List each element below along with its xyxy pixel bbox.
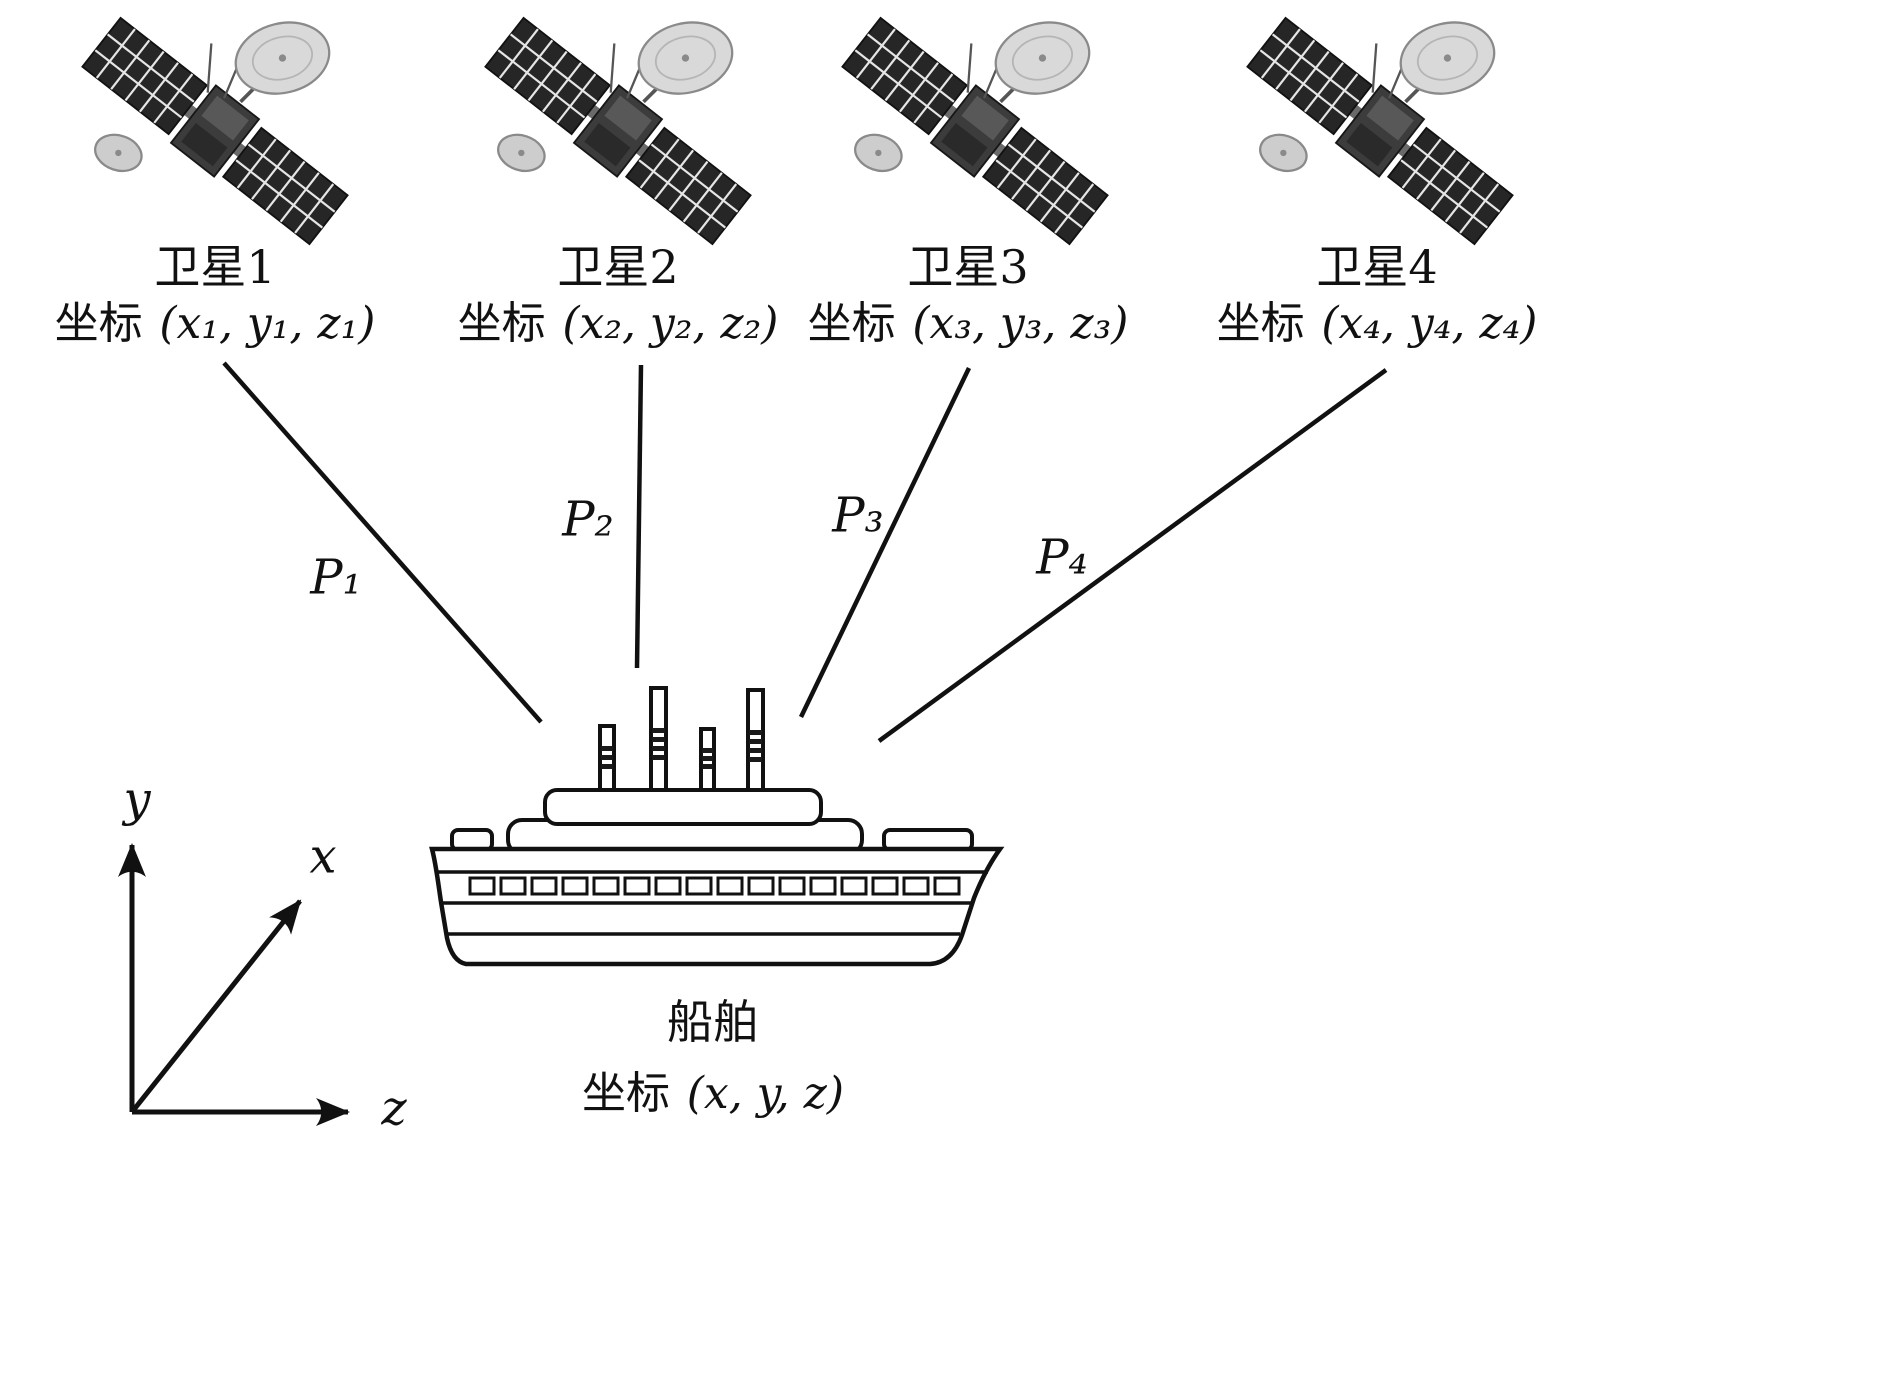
range-line-1 <box>222 361 543 724</box>
x-axis-label: x <box>309 828 337 885</box>
x-axis-arrow <box>130 899 302 1114</box>
range-line-3 <box>798 367 972 718</box>
satellite-1-coord: 坐标(x₁, y₁, z₁) <box>54 298 376 350</box>
ship-drawing <box>429 686 1005 967</box>
range-label-p2: P₂ <box>562 491 614 548</box>
y-axis-label: y <box>123 771 151 828</box>
satellite-2-coord: 坐标(x₂, y₂, z₂) <box>457 298 779 350</box>
satellite-4-label: 卫星4 坐标(x₄, y₄, z₄) <box>1217 240 1538 350</box>
satellite-icon <box>837 11 1113 251</box>
satellite-2-label: 卫星2 坐标(x₂, y₂, z₂) <box>458 240 779 350</box>
satellite-icon <box>1242 11 1518 251</box>
range-label-p4: P₄ <box>1036 529 1088 586</box>
satellite-4-name: 卫星4 <box>1316 240 1438 294</box>
satellite-3-label: 卫星3 坐标(x₃, y₃, z₃) <box>808 240 1129 350</box>
satellite-icon <box>480 11 756 251</box>
satellite-3-name: 卫星3 <box>907 240 1029 294</box>
satellite-4-coord: 坐标(x₄, y₄, z₄) <box>1216 298 1538 350</box>
ship-coord: 坐标(x, y, z) <box>581 1068 845 1120</box>
coordinate-axes <box>118 843 350 1126</box>
range-label-p3: P₃ <box>832 487 884 544</box>
satellite-3-coord: 坐标(x₃, y₃, z₃) <box>807 298 1129 350</box>
range-label-p1: P₁ <box>310 549 362 606</box>
range-line-4 <box>877 368 1388 743</box>
z-axis-label: z <box>381 1080 407 1137</box>
satellite-1-name: 卫星1 <box>154 240 276 294</box>
satellite-1-label: 卫星1 坐标(x₁, y₁, z₁) <box>55 240 376 350</box>
ship-name: 船舶 <box>667 994 759 1049</box>
satellite-2-name: 卫星2 <box>557 240 679 294</box>
satellite-icon <box>77 11 353 251</box>
range-line-2 <box>634 364 644 669</box>
